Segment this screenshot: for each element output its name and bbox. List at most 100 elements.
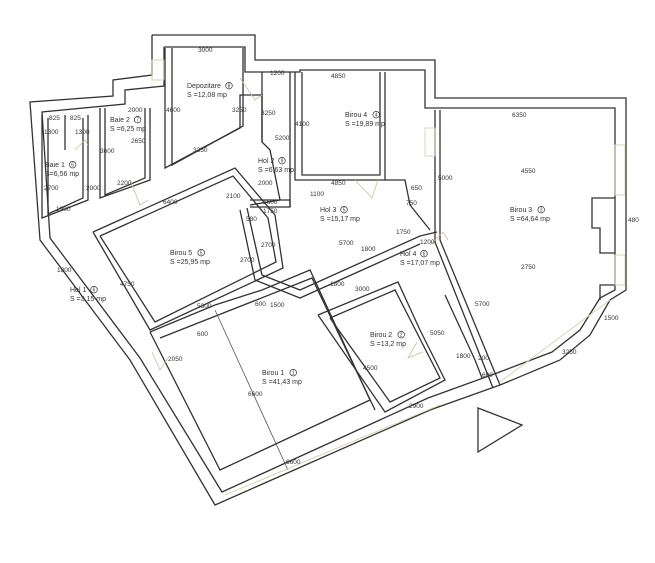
hol2-walls [249, 72, 281, 206]
birou4-walls [294, 72, 386, 181]
room-area: S =12,08 mp [187, 92, 227, 99]
dimension-label: 1750 [396, 229, 411, 236]
room-name: Depozitare [187, 83, 221, 90]
dimension-label: 2700 [44, 185, 59, 192]
room-number-circle [537, 206, 545, 214]
baie1-walls-2 [47, 118, 84, 216]
room-area: S =6,25 mp [110, 126, 146, 133]
hol4-wall [444, 294, 483, 379]
room-number: 4 [375, 113, 378, 119]
room-number: 1 [292, 371, 295, 377]
room-number: 6 [93, 288, 96, 294]
room-label-birou-4: Birou 4 4 S =19,89 mp [345, 111, 385, 128]
dimension-label: 200 [478, 355, 489, 362]
dimension-label: 5700 [475, 301, 490, 308]
room-name: Birou 2 [370, 332, 392, 339]
dimension-label: 1200 [270, 70, 285, 77]
door [74, 139, 89, 151]
dimension-label: 2000 [86, 185, 101, 192]
door [129, 179, 149, 206]
dimension-label: 6600 [286, 459, 301, 466]
room-number: 5 [200, 251, 203, 257]
dimension-label: 2000 [128, 107, 143, 114]
depozitare-walls-2 [171, 48, 244, 167]
dimension-label: 6400 [163, 199, 178, 206]
room-area: S =19,89 mp [345, 121, 385, 128]
dimension-label: 2750 [521, 264, 536, 271]
birou1-walls-2 [159, 277, 376, 411]
window-band [224, 404, 441, 496]
dimension-label: 4750 [120, 281, 135, 288]
room-name: Baie 1 [45, 162, 65, 169]
dimension-label: 2200 [117, 180, 132, 187]
room-number-circle [420, 250, 428, 258]
dimension-label: 2100 [226, 193, 241, 200]
room-name: Birou 1 [262, 370, 284, 377]
dimension-label: 3350 [193, 147, 208, 154]
baie1-walls [41, 115, 89, 219]
birou1-walls [149, 269, 371, 471]
dimension-label: 1300 [75, 129, 90, 136]
dimension-label: 1300 [44, 129, 59, 136]
dimension-label: 1800 [361, 246, 376, 253]
birou2-walls [317, 281, 446, 413]
dimension-label: 5200 [275, 135, 290, 142]
door [239, 77, 263, 101]
room-area: S=6,56 mp [45, 171, 79, 178]
room-area: S =64,64 mp [510, 216, 550, 223]
room-name: Birou 3 [510, 207, 532, 214]
dimension-label: 1800 [57, 267, 72, 274]
dimension-label: 600 [482, 372, 493, 379]
window-band [499, 299, 611, 383]
dimension-label: 1900 [56, 206, 71, 213]
door [407, 341, 424, 359]
room-area: S =3,15 mp [70, 296, 106, 303]
door [151, 351, 169, 371]
dimension-label: 2700 [261, 242, 276, 249]
dimension-label: 1800 [330, 281, 345, 288]
dimension-label: 4500 [363, 365, 378, 372]
window [614, 254, 626, 286]
room-number-circle [133, 116, 142, 124]
birou4-walls-2 [301, 72, 381, 176]
room-name: Birou 4 [345, 112, 367, 119]
birou3-pier [591, 197, 615, 254]
dimension-label: 3250 [232, 107, 247, 114]
dimension-label: 1600 [263, 199, 278, 206]
dimension-label: 580 [246, 216, 257, 223]
corridor-wall [246, 207, 438, 291]
room-area: S =17,07 mp [400, 260, 440, 267]
dimension-label: 3000 [355, 286, 370, 293]
room-name: Hol 2 [258, 158, 274, 165]
dimension-label: 4850 [331, 73, 346, 80]
room-number-circle [197, 249, 205, 257]
dimension-label: 1800 [456, 353, 471, 360]
dimension-label: 825 [49, 115, 60, 122]
room-number: 9 [281, 159, 284, 165]
window [614, 144, 626, 196]
room-number-circle [90, 286, 98, 294]
door [429, 231, 449, 246]
hol3-wall [385, 179, 431, 231]
room-name: Baie 2 [110, 117, 130, 124]
room-number: 6 [71, 163, 74, 169]
window [151, 59, 165, 81]
dimension-label: 6350 [512, 112, 527, 119]
dimension-label: 5000 [438, 175, 453, 182]
room-area: S =25,95 mp [170, 259, 210, 266]
room-area: S =15,17 mp [320, 216, 360, 223]
dimension-label: 3600 [100, 148, 115, 155]
room-number-circle [340, 206, 348, 214]
room-number: 5 [343, 208, 346, 214]
dimension-label: 650 [411, 185, 422, 192]
room-number-circle [289, 369, 297, 377]
birou1-dimension-line [214, 309, 289, 471]
birou3-walls [439, 110, 501, 386]
dimension-label: 2050 [168, 356, 183, 363]
